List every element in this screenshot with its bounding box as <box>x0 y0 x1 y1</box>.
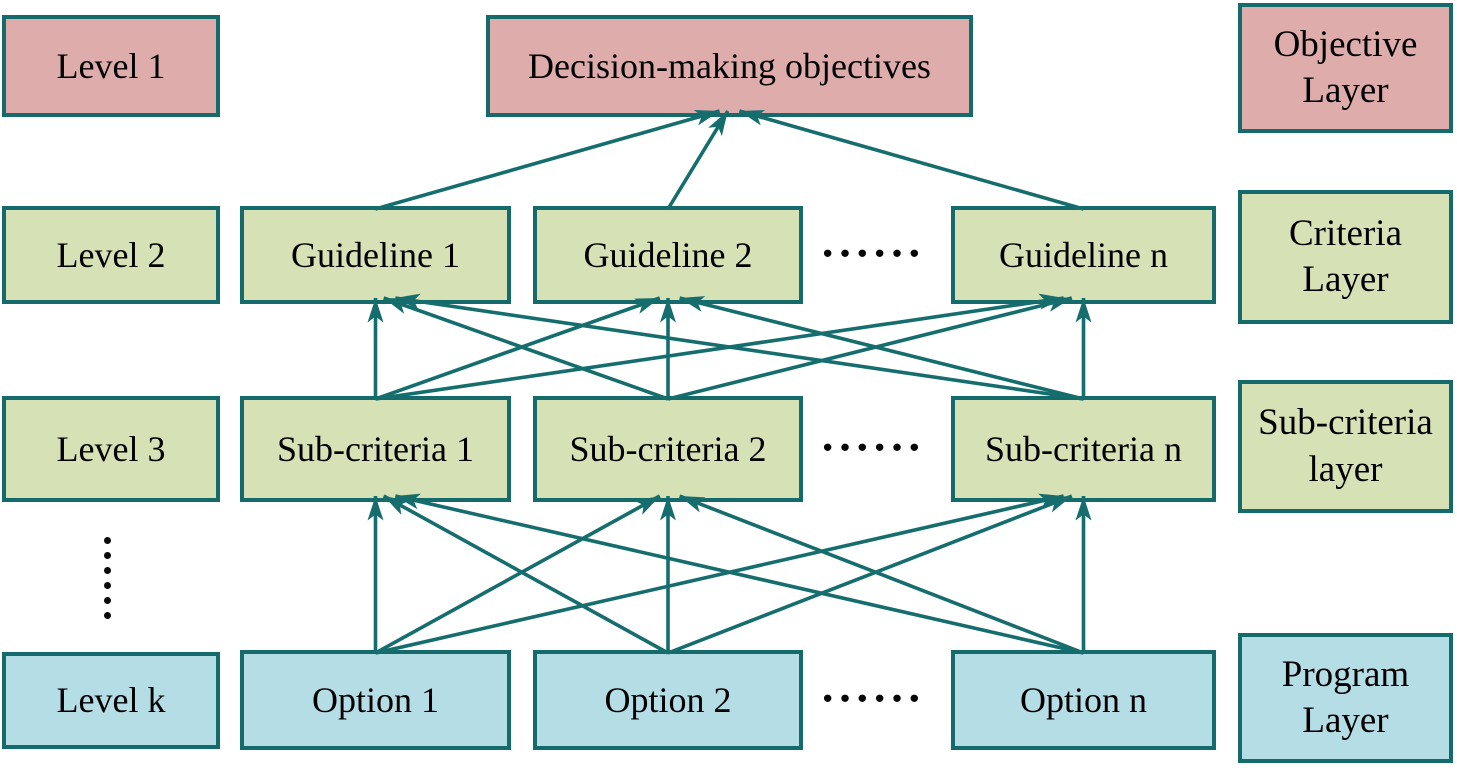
edge-on-to-s1 <box>394 493 1084 655</box>
sub-criteria-2-node: Sub-criteria 2 <box>533 396 803 502</box>
objective-node: Decision-making objectives <box>486 15 973 117</box>
guideline-1-label: Guideline 1 <box>291 234 460 275</box>
program-layer-label: Program Layer <box>1281 653 1410 741</box>
level-3-label: Level 3 <box>56 428 166 469</box>
guideline-2-node: Guideline 2 <box>533 206 803 304</box>
edge-o2-to-sn <box>667 494 1073 655</box>
guideline-1-node: Guideline 1 <box>240 206 511 304</box>
criteria-layer-label: Criteria Layer <box>1288 212 1402 300</box>
level-1-label: Level 1 <box>56 45 166 86</box>
sub-criteria-layer-box: Sub-criteria layer <box>1238 380 1453 513</box>
edge-o2-to-s1 <box>382 494 669 655</box>
edge-s2-to-g1 <box>383 296 669 401</box>
sub-criteria-1-label: Sub-criteria 1 <box>277 428 474 469</box>
sub-criteria-n-label: Sub-criteria n <box>985 428 1182 469</box>
edge-o1-to-s2 <box>374 494 661 655</box>
option-2-node: Option 2 <box>533 650 803 750</box>
ellipsis-subcriteria-row: ······ <box>819 421 925 473</box>
sub-criteria-2-label: Sub-criteria 2 <box>569 428 767 469</box>
ellipsis-option-row: ······ <box>819 672 925 724</box>
objective-layer-label: Objective Layer <box>1273 23 1418 111</box>
option-1-node: Option 1 <box>240 650 511 750</box>
level-1-box: Level 1 <box>2 15 220 117</box>
option-2-label: Option 2 <box>604 679 732 720</box>
edge-sn-to-g2 <box>679 296 1084 401</box>
vertical-ellipsis-icon <box>104 537 111 619</box>
edge-o1-to-sn <box>375 493 1065 655</box>
guideline-n-node: Guideline n <box>951 206 1216 304</box>
program-layer-box: Program Layer <box>1238 633 1453 763</box>
edge-s1-to-gn <box>375 293 1064 401</box>
edge-gn-to-obj <box>738 109 1084 211</box>
level-k-box: Level k <box>2 652 220 749</box>
sub-criteria-n-node: Sub-criteria n <box>951 396 1216 502</box>
level-2-box: Level 2 <box>2 206 220 304</box>
objective-node-label: Decision-making objectives <box>528 45 931 86</box>
edge-s1-to-g2 <box>374 296 661 401</box>
sub-criteria-1-node: Sub-criteria 1 <box>240 396 511 502</box>
ellipsis-criteria-row: ······ <box>819 227 925 279</box>
sub-criteria-layer-label: Sub-criteria layer <box>1258 402 1433 490</box>
edge-g1-to-obj <box>375 109 721 211</box>
guideline-n-label: Guideline n <box>999 234 1168 275</box>
criteria-layer-box: Criteria Layer <box>1238 190 1453 324</box>
objective-layer-box: Objective Layer <box>1238 3 1453 133</box>
option-n-node: Option n <box>951 650 1216 750</box>
edge-on-to-s2 <box>678 494 1085 655</box>
option-n-label: Option n <box>1019 679 1147 720</box>
edge-s2-to-gn <box>667 296 1073 401</box>
edge-sn-to-g1 <box>395 293 1084 401</box>
level-2-label: Level 2 <box>56 234 166 275</box>
level-k-label: Level k <box>56 680 166 720</box>
guideline-2-label: Guideline 2 <box>583 234 753 275</box>
option-1-label: Option 1 <box>311 679 439 720</box>
level-3-box: Level 3 <box>2 396 220 502</box>
edge-g2-to-obj <box>666 110 730 210</box>
